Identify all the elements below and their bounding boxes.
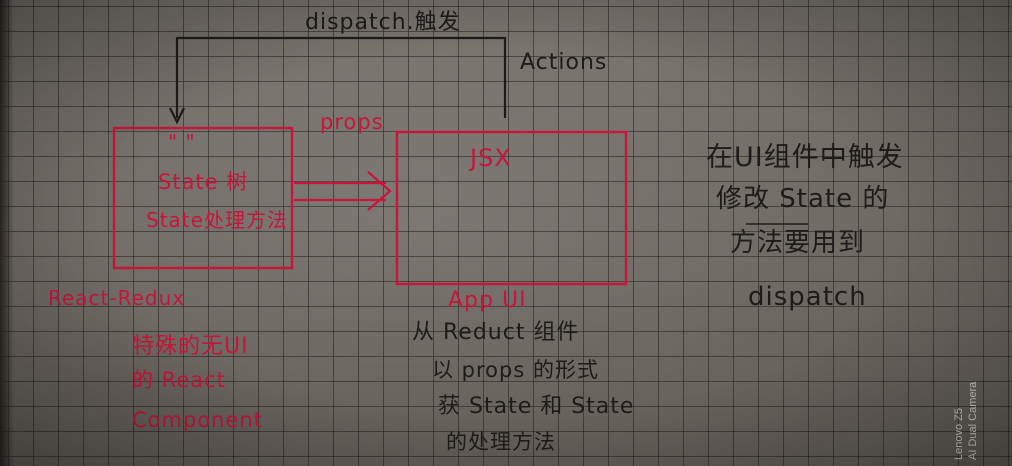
right-caption-line-3: 获 State 和 State <box>438 394 635 419</box>
app-ui-box <box>395 130 628 286</box>
camera-watermark: Lenovo Z5 AI Dual Camera <box>952 360 1002 460</box>
side-note-line-4: dispatch <box>748 282 867 312</box>
state-handlers-label: State处理方法 <box>146 208 288 232</box>
watermark-line-1: Lenovo Z5 <box>953 408 965 460</box>
props-label: props <box>320 110 384 134</box>
dispatch-arrowhead <box>169 107 185 125</box>
app-ui-label: App UI <box>448 288 527 313</box>
state-tree-label: State 树 <box>158 170 249 194</box>
redux-container-box <box>112 126 294 270</box>
props-arrowhead <box>367 171 392 211</box>
left-caption-line-4: Component <box>132 408 263 432</box>
right-caption-line-1: 从 Reduct 组件 <box>412 320 580 345</box>
left-caption-line-3: 的 React <box>132 368 226 392</box>
left-caption-line-2: 特殊的无UI <box>132 334 249 359</box>
actions-label: Actions <box>520 50 608 75</box>
dispatch-trigger-label: dispatch.触发 <box>305 10 461 35</box>
watermark-line-2: AI Dual Camera <box>967 381 979 460</box>
left-caption-line-1: React-Redux <box>48 286 186 310</box>
page-edge-shadow <box>0 0 14 466</box>
side-note-line-2: 修改 State 的 <box>716 184 890 214</box>
right-caption-line-4: 的处理方法 <box>446 430 556 454</box>
quote-marks: " " <box>168 130 196 154</box>
side-note-line-1: 在UI组件中触发 <box>706 142 904 173</box>
right-caption-line-2: 以 props 的形式 <box>432 358 599 382</box>
jsx-label: JSX <box>470 144 512 172</box>
dispatch-loop-line <box>175 36 507 118</box>
side-note-line-3: 方法要用到 <box>730 228 866 258</box>
